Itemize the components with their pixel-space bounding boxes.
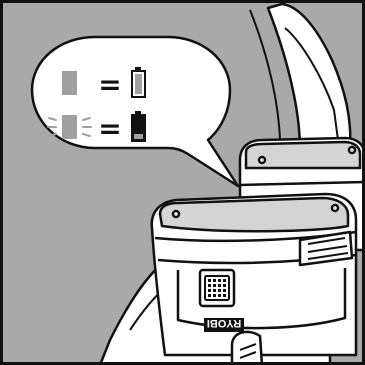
- led-flashing-icon: [48, 115, 91, 139]
- battery-low-icon: [132, 111, 145, 141]
- front-battery: [152, 194, 356, 365]
- brand-text: RYOBI: [207, 317, 241, 329]
- equals-sign-2: =: [98, 112, 121, 145]
- equals-sign: =: [98, 68, 121, 101]
- battery-full-icon: [132, 67, 145, 97]
- led-solid-icon: [62, 71, 77, 95]
- battery-brand-label: RYOBI: [204, 317, 244, 332]
